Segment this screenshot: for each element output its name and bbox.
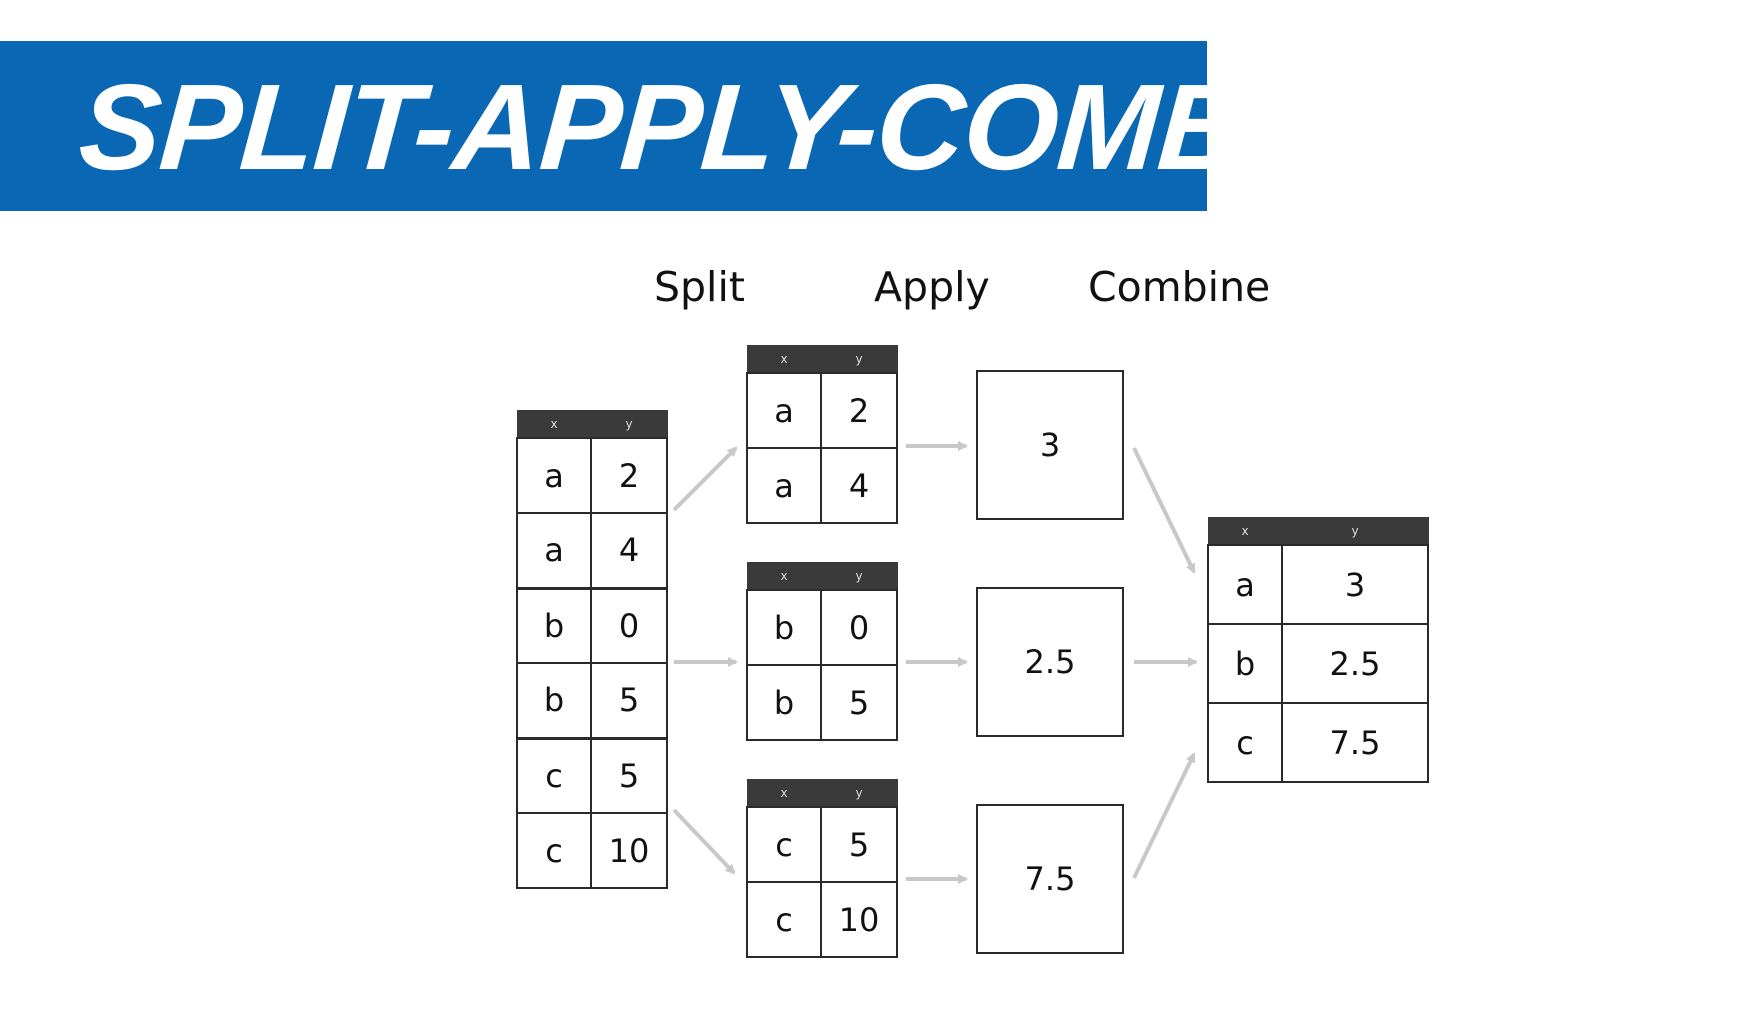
cell-x: c: [516, 736, 592, 814]
split-table-b: x y b 0 b 5: [746, 562, 898, 741]
table-row: b 5: [746, 664, 898, 741]
stage-label-combine: Combine: [1088, 263, 1271, 311]
apply-result-box-c: 7.5: [976, 804, 1124, 954]
cell-x: a: [1207, 544, 1283, 625]
arrow-combine-c: [1132, 752, 1196, 879]
cell-y: 4: [820, 447, 898, 524]
split-table-c: x y c 5 c 10: [746, 779, 898, 958]
cell-x: b: [516, 662, 592, 739]
apply-result-box-a: 3: [976, 370, 1124, 520]
table-row: c 5: [746, 806, 898, 883]
table-row: a 4: [516, 512, 668, 589]
arrow-split-to-a: [672, 446, 738, 512]
combined-table: x y a 3 b 2.5 c 7.5: [1207, 517, 1429, 783]
table-row: b 2.5: [1207, 623, 1429, 704]
cell-y: 5: [590, 662, 668, 739]
column-header-x: x: [1207, 517, 1283, 546]
stage-label-apply: Apply: [874, 263, 990, 311]
table-header-row: x y: [746, 779, 898, 808]
cell-y: 2: [590, 437, 668, 514]
cell-y: 5: [590, 736, 668, 814]
apply-result-box-b: 2.5: [976, 587, 1124, 737]
cell-x: c: [516, 812, 592, 889]
table-row: c 5: [516, 736, 668, 814]
cell-x: a: [746, 372, 822, 449]
table-row: a 4: [746, 447, 898, 524]
cell-y: 5: [820, 806, 898, 883]
cell-y: 3: [1281, 544, 1429, 625]
cell-y: 4: [590, 512, 668, 589]
cell-x: c: [746, 806, 822, 883]
column-header-y: y: [590, 410, 668, 439]
cell-y: 10: [590, 812, 668, 889]
cell-x: b: [746, 664, 822, 741]
cell-y: 7.5: [1281, 702, 1429, 783]
cell-y: 2: [820, 372, 898, 449]
table-row: c 10: [516, 812, 668, 889]
table-header-row: x y: [1207, 517, 1429, 546]
cell-x: a: [516, 437, 592, 514]
table-row: a 2: [746, 372, 898, 449]
input-table: x y a 2 a 4 b 0 b 5 c 5 c 10: [516, 410, 668, 889]
cell-x: a: [516, 512, 592, 589]
cell-x: c: [1207, 702, 1283, 783]
cell-y: 0: [590, 586, 668, 664]
cell-y: 0: [820, 589, 898, 666]
cell-y: 10: [820, 881, 898, 958]
table-row: a 3: [1207, 544, 1429, 625]
stage-label-split: Split: [654, 263, 745, 311]
table-row: b 0: [516, 586, 668, 664]
table-header-row: x y: [516, 410, 668, 439]
cell-x: b: [516, 586, 592, 664]
column-header-x: x: [746, 779, 822, 808]
table-row: b 0: [746, 589, 898, 666]
cell-y: 5: [820, 664, 898, 741]
table-row: c 10: [746, 881, 898, 958]
column-header-y: y: [820, 562, 898, 591]
table-row: a 2: [516, 437, 668, 514]
cell-x: c: [746, 881, 822, 958]
arrow-split-to-c: [672, 808, 736, 875]
table-header-row: x y: [746, 345, 898, 374]
split-table-a: x y a 2 a 4: [746, 345, 898, 524]
cell-x: b: [1207, 623, 1283, 704]
column-header-x: x: [516, 410, 592, 439]
column-header-y: y: [820, 345, 898, 374]
title-banner: SPLIT-APPLY-COMBINE: [0, 41, 1451, 211]
cell-x: b: [746, 589, 822, 666]
cell-y: 2.5: [1281, 623, 1429, 704]
table-header-row: x y: [746, 562, 898, 591]
cell-x: a: [746, 447, 822, 524]
table-row: c 7.5: [1207, 702, 1429, 783]
table-row: b 5: [516, 662, 668, 739]
arrow-combine-a: [1132, 447, 1196, 574]
column-header-y: y: [1281, 517, 1429, 546]
